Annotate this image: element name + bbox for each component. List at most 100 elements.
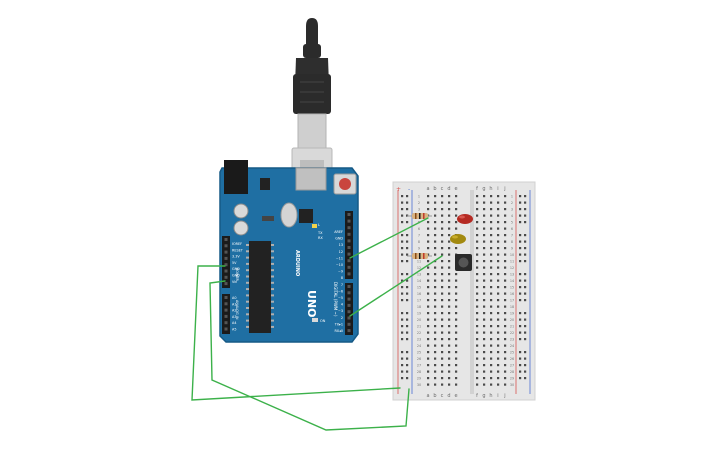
row-number: 20 [417, 318, 421, 322]
col-label: d [447, 393, 450, 399]
col-label: b [433, 393, 436, 399]
wire-pin10-resistor[interactable] [349, 217, 429, 259]
resistor-1[interactable] [407, 213, 432, 219]
usb-cable[interactable] [291, 18, 333, 189]
power-header[interactable] [222, 236, 230, 288]
row-number: 27 [510, 364, 514, 368]
analog-header[interactable] [222, 294, 230, 334]
row-number: 22 [417, 331, 421, 335]
digital-pin-label: 13 [339, 243, 343, 247]
digital-pin-label: ~5 [338, 296, 343, 300]
row-number: 26 [417, 357, 421, 361]
row-number: 29 [510, 377, 514, 381]
power-pin-label: Vin [232, 280, 237, 284]
board-brand: ARDUINO [294, 250, 300, 276]
col-label: i [497, 393, 498, 399]
row-number: 28 [417, 370, 421, 374]
row-number: 10 [510, 253, 514, 257]
digital-pin-label: 12 [339, 250, 343, 254]
analog-pin-label: A4 [232, 321, 236, 325]
row-number: 3 [418, 208, 420, 212]
col-label: h [489, 393, 492, 399]
row-number: 22 [510, 331, 514, 335]
row-number: 30 [510, 383, 514, 387]
row-number: 7 [511, 234, 513, 238]
row-number: 15 [510, 286, 514, 290]
digital-header-bottom[interactable] [345, 283, 353, 335]
row-number: 2 [511, 201, 513, 205]
row-number: 8 [418, 240, 420, 244]
col-label: b [433, 186, 436, 192]
col-label: h [489, 186, 492, 192]
usb-port[interactable] [295, 167, 327, 191]
digital-pin-label: 4 [341, 303, 343, 307]
row-number: 21 [417, 325, 421, 329]
row-number: 19 [417, 312, 421, 316]
board-name: UNO [305, 290, 318, 318]
usb-chip [299, 209, 313, 223]
row-number: 18 [417, 305, 421, 309]
col-label: c [441, 186, 444, 192]
digital-pin-label: ~10 [336, 263, 343, 267]
row-number: 20 [510, 318, 514, 322]
power-pin-label: 5V [232, 261, 237, 265]
row-number: 28 [510, 370, 514, 374]
wire-5v-rail[interactable] [191, 265, 401, 401]
row-number: 24 [417, 344, 421, 348]
row-number: 9 [418, 247, 420, 251]
analog-pin-label: A5 [232, 328, 236, 332]
analog-pin-label: A3 [232, 315, 236, 319]
wire-pin2-button[interactable] [349, 255, 443, 317]
row-number: 4 [511, 214, 513, 218]
power-pin-label: RESET [232, 248, 244, 252]
digital-pin-label: AREF [334, 230, 343, 234]
digital-pin-label: 2 [341, 316, 343, 320]
row-number: 3 [511, 208, 513, 212]
reset-button[interactable] [333, 173, 357, 195]
row-number: 13 [510, 273, 514, 277]
digital-pin-label: ~11 [336, 256, 343, 260]
digital-pin-label: ~3 [338, 309, 343, 313]
row-number: 7 [418, 234, 420, 238]
pushbutton[interactable] [455, 254, 472, 271]
digital-header-top[interactable] [345, 211, 353, 279]
row-number: 17 [417, 299, 421, 303]
col-label: a [426, 393, 429, 399]
led-yellow[interactable] [450, 234, 466, 244]
row-number: 8 [511, 240, 513, 244]
analog-pin-label: A1 [232, 302, 236, 306]
rail-minus-label: - [408, 186, 410, 193]
capacitor [233, 220, 249, 236]
row-number: 30 [417, 383, 421, 387]
power-jack[interactable] [224, 160, 248, 194]
digital-label: DIGITAL (PWM ~) [333, 282, 338, 317]
l-label: L [318, 223, 320, 227]
wire-gnd-rail[interactable] [209, 280, 410, 431]
row-number: 9 [511, 247, 513, 251]
col-label: a [426, 186, 429, 192]
row-number: 25 [417, 351, 421, 355]
row-number: 27 [417, 364, 421, 368]
col-label: j [503, 393, 505, 399]
resistor-2[interactable] [407, 253, 432, 259]
row-number: 18 [510, 305, 514, 309]
digital-pin-label: ~6 [338, 289, 343, 293]
row-number: 15 [417, 286, 421, 290]
power-pin-label: GND [232, 267, 240, 271]
digital-pin-label: RX◂0 [334, 329, 343, 333]
digital-pin-label: 8 [341, 276, 343, 280]
led-red[interactable] [457, 214, 473, 224]
row-number: 25 [510, 351, 514, 355]
row-number: 16 [417, 292, 421, 296]
power-pin-label: IOREF [232, 242, 242, 246]
row-number: 24 [510, 344, 514, 348]
rx-label: RX [318, 236, 323, 240]
col-label: d [447, 186, 450, 192]
arduino-uno-board[interactable]: UNO ARDUINO DIGITAL (PWM ~) POWER ANALOG… [219, 160, 359, 343]
row-number: 16 [510, 292, 514, 296]
row-number: 29 [417, 377, 421, 381]
analog-pin-label: A2 [232, 309, 236, 313]
row-number: 17 [510, 299, 514, 303]
row-number: 1 [418, 195, 420, 199]
